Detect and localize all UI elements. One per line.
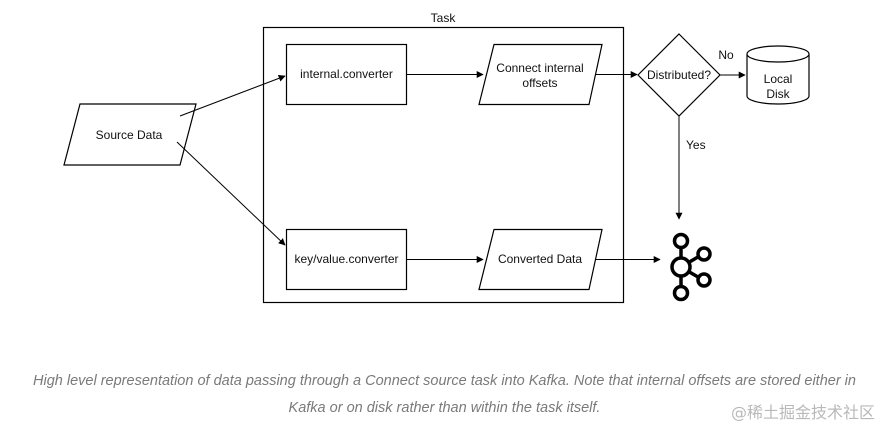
watermark: @稀土掘金技术社区 bbox=[730, 403, 875, 422]
figure-caption: High level representation of data passin… bbox=[0, 368, 889, 422]
key-value-converter-label: key/value.converter bbox=[294, 252, 398, 266]
source-data-label: Source Data bbox=[96, 128, 163, 142]
connect-internal-offsets-label-1: Connect internal bbox=[496, 61, 583, 75]
arrow-source-to-key-value-converter bbox=[176, 141, 286, 246]
internal-converter-node bbox=[285, 43, 408, 106]
no-edge-label: No bbox=[718, 48, 734, 62]
key-value-converter-node bbox=[285, 228, 408, 291]
task-container bbox=[262, 26, 625, 304]
local-disk-label-2: Disk bbox=[766, 87, 790, 101]
connect-internal-offsets-node bbox=[478, 43, 603, 106]
converted-data-node bbox=[478, 228, 603, 291]
source-data-node bbox=[63, 103, 197, 166]
task-label: Task bbox=[431, 11, 457, 25]
arrow-source-to-internal-converter bbox=[179, 74, 286, 117]
connect-internal-offsets-label-2: offsets bbox=[522, 76, 557, 90]
yes-edge-label: Yes bbox=[686, 138, 706, 152]
kafka-logo-icon bbox=[670, 232, 712, 302]
internal-converter-label: internal.converter bbox=[300, 67, 393, 81]
local-disk-node bbox=[746, 45, 810, 105]
distributed-label: Distributed? bbox=[647, 68, 711, 82]
caption-line-2: Kafka or on disk rather than within the … bbox=[288, 400, 601, 416]
local-disk-label-1: Local bbox=[764, 72, 793, 86]
converted-data-label: Converted Data bbox=[498, 252, 582, 266]
caption-line-1: High level representation of data passin… bbox=[33, 373, 856, 389]
